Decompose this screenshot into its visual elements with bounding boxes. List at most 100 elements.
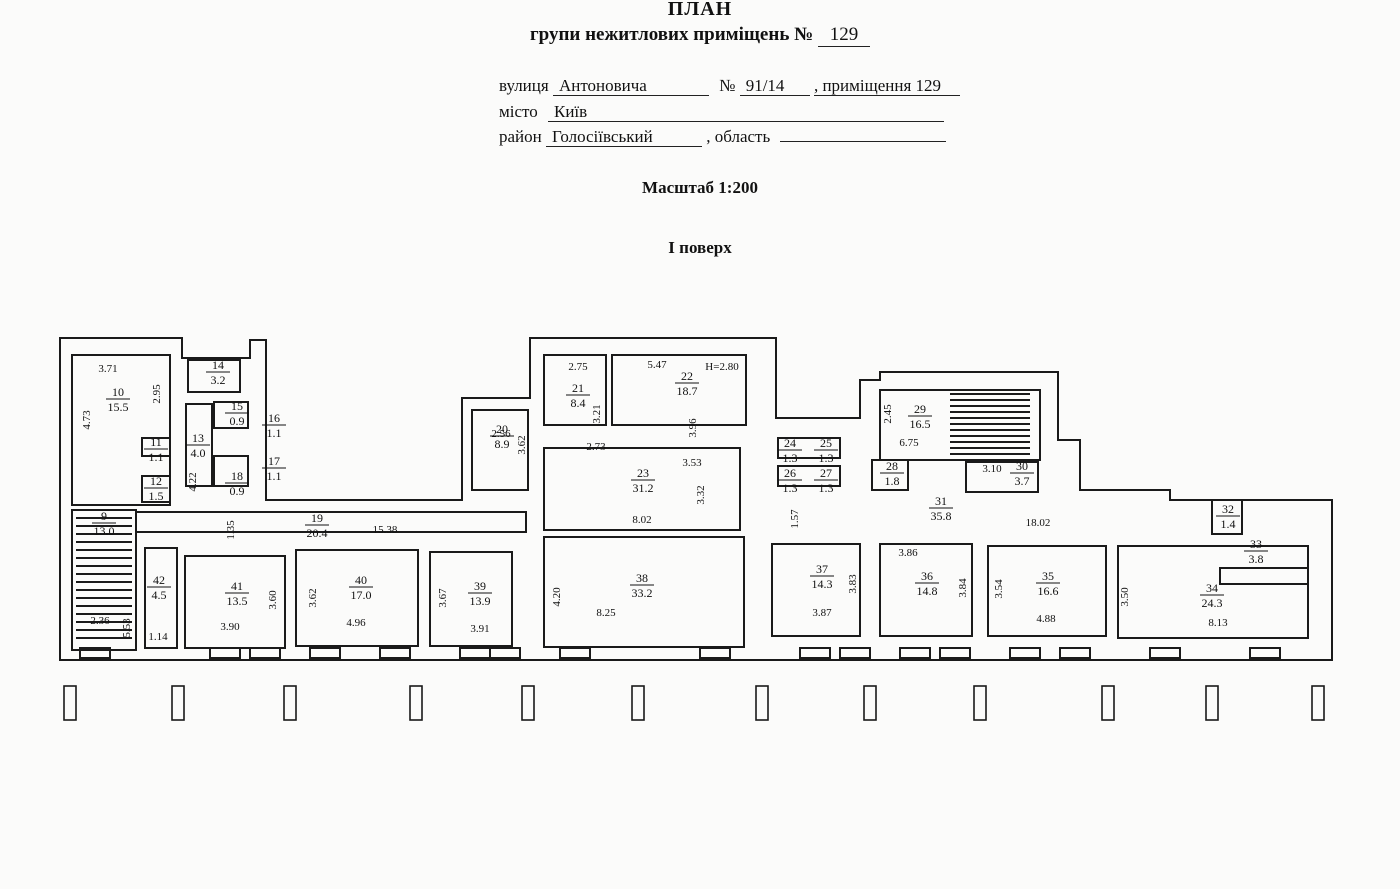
- window: [379, 647, 411, 659]
- room-area-17: 1.1: [267, 469, 282, 483]
- dimension-label: 2.95: [151, 384, 163, 404]
- room-number-18: 18: [231, 469, 243, 483]
- dimension-label: 3.53: [682, 457, 702, 469]
- subtitle-prefix: групи нежитлових приміщень №: [530, 24, 814, 45]
- dimension-label: 3.62: [307, 588, 319, 607]
- room-area-28: 1.8: [885, 474, 900, 488]
- room-number-39: 39: [474, 579, 486, 593]
- dimension-label: 2.36: [90, 615, 110, 627]
- room-area-11: 1.1: [149, 450, 164, 464]
- room-number-16: 16: [268, 411, 280, 425]
- dimension-label: 8.13: [1208, 617, 1228, 629]
- room-wall: [213, 455, 249, 487]
- plan-subtitle: групи нежитлових приміщень № 129: [0, 24, 1400, 47]
- room-area-21: 8.4: [571, 396, 586, 410]
- room-wall: [987, 545, 1107, 637]
- dimension-label: 1.57: [789, 509, 801, 529]
- room-number-30: 30: [1016, 459, 1028, 473]
- window: [459, 647, 491, 659]
- street-marker: [973, 685, 987, 721]
- room-number-42: 42: [153, 573, 165, 587]
- region-label: , область: [706, 127, 771, 146]
- district-value: Голосіївський: [546, 128, 702, 147]
- room-area-42: 4.5: [152, 588, 167, 602]
- dimension-label: 3.90: [220, 621, 240, 633]
- dimension-label: 4.20: [551, 587, 563, 607]
- group-number: 129: [817, 24, 870, 47]
- room-number-26: 26: [784, 466, 796, 480]
- room-number-22: 22: [681, 369, 693, 383]
- number-label: №: [719, 76, 736, 95]
- dimension-label: 3.50: [1119, 587, 1131, 607]
- room-number-9: 9: [101, 509, 107, 523]
- room-wall: [187, 359, 241, 393]
- room-area-40: 17.0: [351, 588, 372, 602]
- room-number-23: 23: [637, 466, 649, 480]
- room-area-41: 13.5: [227, 594, 248, 608]
- room-area-35: 16.6: [1038, 584, 1059, 598]
- dimension-label: 3.96: [687, 418, 699, 438]
- window: [1249, 647, 1281, 659]
- window: [1009, 647, 1041, 659]
- dimension-label: 3.87: [812, 607, 832, 619]
- dimension-label: 2.45: [882, 404, 894, 424]
- window: [209, 647, 241, 659]
- dimension-label: 6.75: [899, 437, 919, 449]
- room-area-30: 3.7: [1015, 474, 1030, 488]
- window: [1059, 647, 1091, 659]
- room-number-14: 14: [212, 358, 224, 372]
- street-marker: [1205, 685, 1219, 721]
- room-number-40: 40: [355, 573, 367, 587]
- dimension-label: 4.22: [187, 472, 199, 491]
- dimension-label: 18.02: [1026, 517, 1051, 529]
- city-value: Київ: [547, 103, 944, 122]
- street-marker: [171, 685, 185, 721]
- city-label: місто: [499, 102, 538, 121]
- street-marker: [863, 685, 877, 721]
- street-marker: [63, 685, 77, 721]
- room-number-36: 36: [921, 569, 933, 583]
- city-row: місто Київ: [499, 102, 944, 122]
- street-marker: [755, 685, 769, 721]
- room-area-33: 3.8: [1249, 552, 1264, 566]
- room-wall: [879, 543, 973, 637]
- room-wall: [965, 461, 1039, 493]
- dimension-label: 3.67: [437, 588, 449, 608]
- street-marker: [631, 685, 645, 721]
- street-marker: [521, 685, 535, 721]
- dimension-label: 3.71: [98, 363, 117, 375]
- room-area-39: 13.9: [470, 594, 491, 608]
- street-marker: [409, 685, 423, 721]
- window: [839, 647, 871, 659]
- room-wall: [471, 409, 529, 491]
- room-area-18: 0.9: [230, 484, 245, 498]
- room-area-22: 18.7: [677, 384, 698, 398]
- window: [79, 647, 111, 659]
- dimension-label: 3.10: [982, 463, 1002, 475]
- room-number-28: 28: [886, 459, 898, 473]
- dimension-label: 3.60: [267, 590, 279, 610]
- district-label: район: [499, 127, 542, 146]
- room-wall: [543, 354, 607, 426]
- street-label: вулиця: [499, 76, 549, 95]
- room-area-31: 35.8: [931, 509, 952, 523]
- room-number-24: 24: [784, 436, 796, 450]
- room-number-15: 15: [231, 399, 243, 413]
- dimension-label: 3.86: [898, 547, 918, 559]
- room-area-13: 4.0: [191, 446, 206, 460]
- room-number-10: 10: [112, 385, 124, 399]
- room-wall: [543, 536, 745, 648]
- dimension-label: 2.56: [491, 428, 511, 440]
- room-number-35: 35: [1042, 569, 1054, 583]
- room-number-11: 11: [150, 435, 162, 449]
- dimension-label: 1.35: [225, 520, 237, 540]
- district-row: район Голосіївський , область: [499, 127, 947, 147]
- room-wall: [777, 437, 841, 459]
- room-area-24: 1.3: [783, 451, 798, 465]
- window: [939, 647, 971, 659]
- dimension-label: 3.83: [847, 574, 859, 594]
- room-number-33: 33: [1250, 537, 1262, 551]
- street-markers: [63, 685, 1325, 721]
